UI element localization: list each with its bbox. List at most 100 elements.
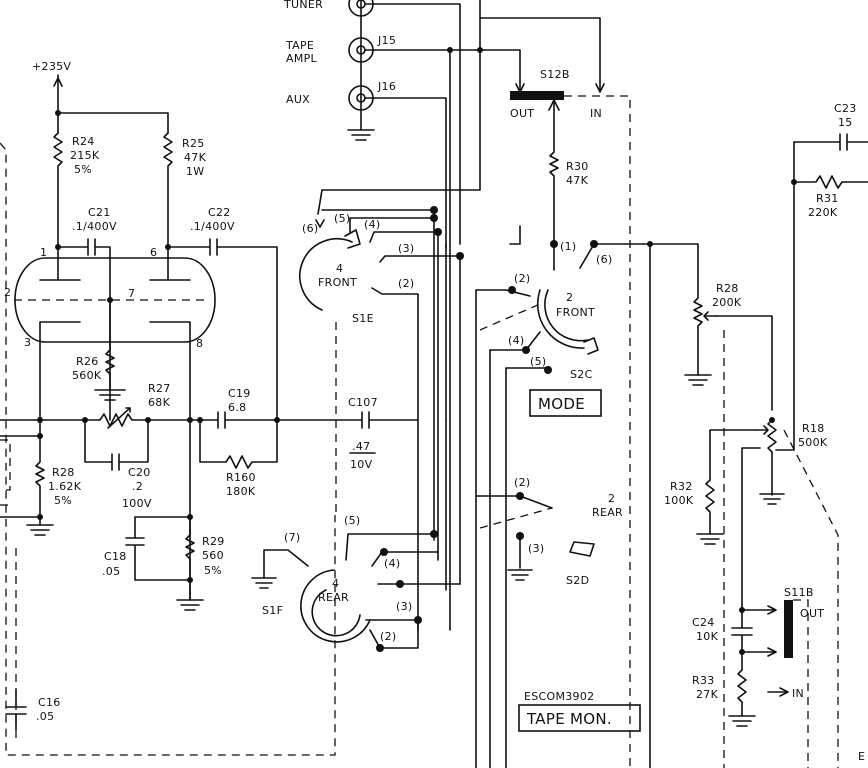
s1e-c6: (6): [302, 222, 318, 235]
r18-val: 500K: [798, 436, 828, 449]
s1e-c4: (4): [364, 218, 380, 231]
r33-val: 27K: [696, 688, 719, 701]
r160-ref: R160: [226, 471, 256, 484]
s2c-pos: 2: [566, 291, 573, 304]
c20-ref: C20: [128, 466, 151, 479]
r18-ref: R18: [802, 422, 825, 435]
pin8-label: 8: [196, 337, 203, 350]
s2d-c3: (3): [528, 542, 544, 555]
feedback-network: R27 68K C20 .2 100V C19 6.8 R160 180K: [0, 382, 280, 510]
c24-ref: C24: [692, 616, 715, 629]
r29-tol: 5%: [204, 564, 222, 577]
pin6-label: 6: [150, 246, 157, 259]
r160-val: 180K: [226, 485, 256, 498]
r31-val: 220K: [808, 206, 838, 219]
s1f-name: S1F: [262, 604, 283, 617]
r24-val: 215K: [70, 149, 100, 162]
s1e-c2: (2): [398, 277, 414, 290]
tape-label-2: AMPL: [286, 52, 318, 65]
resistor-r26: R26 560K: [72, 297, 126, 401]
supply-235v: +235V: [32, 60, 169, 134]
resistor-r25: R25 47K 1W: [163, 132, 206, 248]
c22-val: .1/400V: [190, 220, 235, 233]
c16-val: .05: [36, 710, 54, 723]
j16-label: J16: [377, 80, 396, 93]
r28a-tol: 5%: [54, 494, 72, 507]
r25-pwr: 1W: [186, 165, 204, 178]
s1e-pos: 4: [336, 262, 343, 275]
resistor-r28-cathode: R28 1.62K 5%: [0, 419, 81, 536]
s1f-label: REAR: [318, 591, 349, 604]
switch-s2c: 2 FRONT S2C (1) (6) (2) (4) (5): [475, 225, 699, 768]
pin7-label: 7: [128, 287, 135, 300]
s1f-c4: (4): [384, 557, 400, 570]
s2c-c1: (1): [560, 240, 576, 253]
tape-label-1: TAPE: [285, 39, 314, 52]
switch-s1e: 4 FRONT S1E (6) (5) (4) (3) (2): [299, 206, 464, 631]
s1f-pos: 4: [332, 577, 339, 590]
s11b-name: S11B: [784, 586, 814, 599]
s1e-label: FRONT: [318, 276, 357, 289]
r24-ref: R24: [72, 135, 95, 148]
c16-ref: C16: [38, 696, 61, 709]
c18-val: .05: [102, 565, 120, 578]
r32-val: 100K: [664, 494, 694, 507]
resistor-r31: R31 220K: [775, 175, 868, 451]
pin1-label: 1: [40, 246, 47, 259]
r30-ref: R30: [566, 160, 589, 173]
c19-val: 6.8: [228, 401, 246, 414]
s1e-name: S1E: [352, 312, 374, 325]
pin3-label: 3: [24, 336, 31, 349]
dual-triode-tube: 1 2 3 6 7 8: [4, 246, 216, 601]
potentiometer-r18: R18 500K: [709, 330, 839, 768]
resistor-r24: R24 215K 5%: [53, 132, 100, 248]
c23-val: 15: [838, 116, 853, 129]
tape-mon-label-box: ESCOM3902 TAPE MON.: [518, 690, 641, 732]
r27-val: 68K: [148, 396, 171, 409]
r25-ref: R25: [182, 137, 205, 150]
s1f-c5: (5): [344, 514, 360, 527]
capacitor-c16: C16 .05: [5, 689, 61, 731]
s2c-c4: (4): [508, 334, 524, 347]
s2c-c6: (6): [596, 253, 612, 266]
s2d-name: S2D: [566, 574, 589, 587]
j15-label: J15: [377, 34, 396, 47]
r33-ref: R33: [692, 674, 715, 687]
mode-label-box: MODE: [529, 389, 602, 417]
capacitor-c21: C21 .1/400V: [55, 206, 117, 421]
c22-ref: C22: [208, 206, 231, 219]
s1f-c7: (7): [284, 531, 300, 544]
s1e-c3: (3): [398, 242, 414, 255]
input-jacks: TUNER TAPE AMPL AUX J15 J16: [283, 0, 605, 631]
supply-label: +235V: [32, 60, 71, 73]
resistor-r33: R33 27K: [692, 651, 756, 727]
switch-s12b: S12B OUT IN: [510, 68, 631, 768]
s2c-c5: (5): [530, 355, 546, 368]
resistor-r32: R32 100K: [664, 479, 724, 545]
c107-volt: 10V: [350, 458, 373, 471]
r29-ref: R29: [202, 535, 225, 548]
s2d-c2: (2): [514, 476, 530, 489]
r32-ref: R32: [670, 480, 693, 493]
s2c-c2: (2): [514, 272, 530, 285]
r28b-val: 200K: [712, 296, 742, 309]
mode-label: MODE: [538, 395, 585, 413]
c19-ref: C19: [228, 387, 251, 400]
c107-val: .47: [352, 440, 370, 453]
s2d-label: REAR: [592, 506, 623, 519]
r24-tol: 5%: [74, 163, 92, 176]
c23-ref: C23: [834, 102, 857, 115]
s12b-in: IN: [590, 107, 602, 120]
resistor-r30: R30 47K: [549, 124, 589, 248]
tuner-label: TUNER: [283, 0, 323, 11]
capacitor-c107: C107 .47 10V: [276, 396, 419, 471]
s12b-name: S12B: [540, 68, 570, 81]
cathode-bypass: C18 .05 R29 560 5%: [102, 514, 225, 611]
s1e-c5: (5): [334, 212, 350, 225]
capacitor-c24: C24 10K: [692, 609, 753, 653]
s11b-in: IN: [792, 687, 804, 700]
r26-val: 560K: [72, 369, 102, 382]
switch-s11b: S11B OUT IN: [739, 586, 824, 768]
c20-val: .2: [132, 480, 143, 493]
